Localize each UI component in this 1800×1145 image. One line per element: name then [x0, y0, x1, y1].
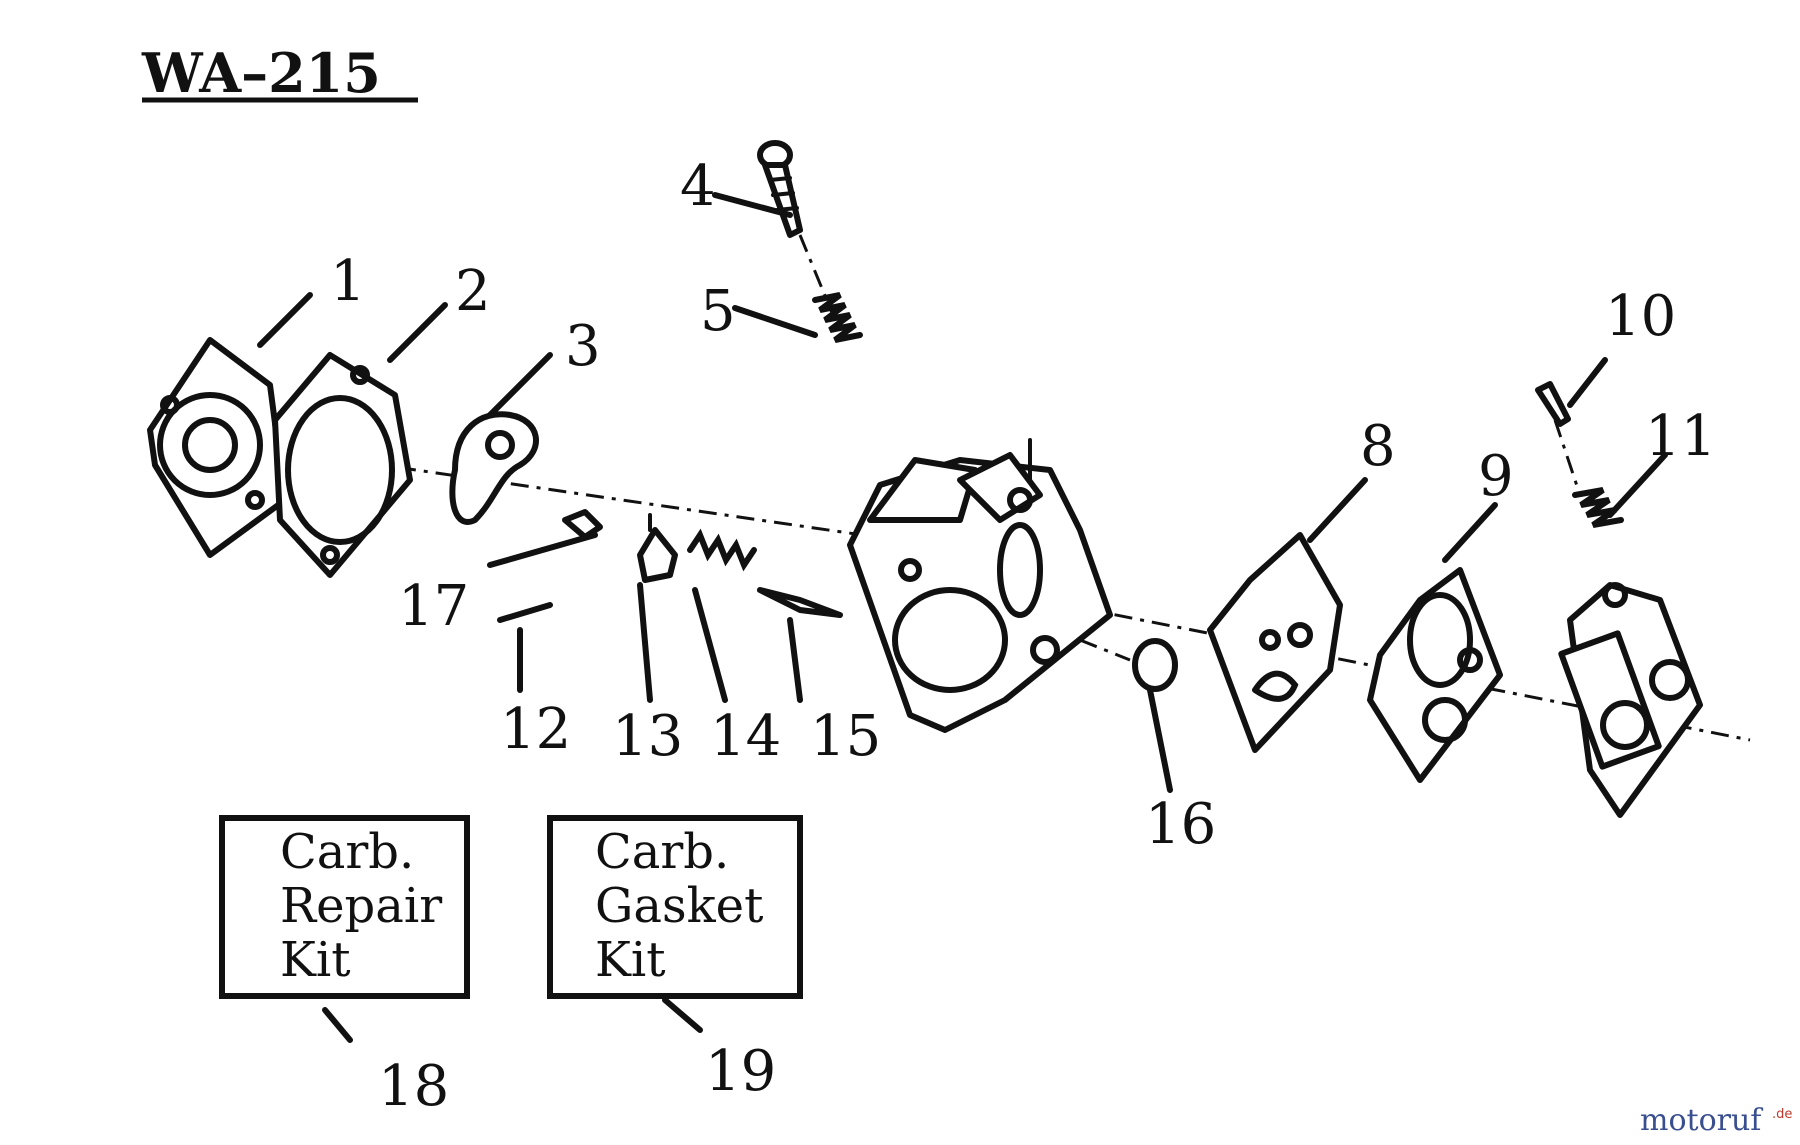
watermark-main: motoruf	[1640, 1103, 1763, 1138]
label-9: 9	[1478, 444, 1514, 509]
gasket-kit-box: Carb. Gasket Kit	[547, 815, 803, 999]
part-1-diaphragm-cover	[147, 337, 288, 558]
part-12-pin	[497, 602, 553, 623]
label-3: 3	[565, 314, 601, 379]
repair-kit-line-3: Kit	[280, 932, 351, 988]
diagram-title: WA–215	[141, 41, 381, 105]
part-14-spring	[687, 528, 757, 572]
watermark: motoruf .de	[1640, 1103, 1792, 1138]
part-16-plug	[1132, 638, 1178, 692]
part-10-screw	[1535, 381, 1571, 427]
repair-kit-box: Carb. Repair Kit	[219, 815, 470, 999]
part-17-needle-valve	[562, 509, 603, 540]
repair-kit-line-1: Carb.	[280, 824, 414, 880]
pump-cover	[1558, 582, 1703, 818]
label-13: 13	[612, 704, 683, 769]
label-19: 19	[705, 1039, 776, 1104]
gasket-kit-line-1: Carb.	[595, 824, 729, 880]
part-15-needle	[757, 587, 843, 618]
label-1: 1	[330, 249, 366, 314]
gasket-kit-line-3: Kit	[595, 932, 666, 988]
label-2: 2	[455, 259, 491, 324]
label-12: 12	[500, 697, 571, 762]
part-5-spring	[812, 292, 863, 343]
watermark-suffix: .de	[1772, 1107, 1792, 1122]
label-4: 4	[680, 154, 716, 219]
part-2-gasket	[272, 352, 413, 578]
part-4-needle-screw	[757, 140, 803, 238]
part-9-diaphragm	[1367, 567, 1503, 783]
label-5: 5	[700, 279, 736, 344]
label-17: 17	[398, 574, 469, 639]
label-16: 16	[1145, 792, 1216, 857]
carburetor-body	[847, 438, 1113, 733]
leader-lines	[257, 192, 1668, 1043]
label-11: 11	[1645, 404, 1716, 469]
label-10: 10	[1605, 284, 1676, 349]
part-13-lever	[637, 513, 678, 583]
part-11-spring	[1572, 487, 1624, 528]
label-18: 18	[378, 1054, 449, 1119]
label-15: 15	[810, 704, 881, 769]
label-8: 8	[1360, 414, 1396, 479]
label-14: 14	[710, 704, 781, 769]
part-3-valve	[449, 411, 539, 525]
gasket-kit-line-2: Gasket	[595, 878, 763, 934]
part-number-labels: 1 2 3 4 5 8 9 10 11 12 13 14 15 16 17 18…	[330, 154, 1716, 1119]
part-8-gasket	[1207, 532, 1343, 753]
repair-kit-line-2: Repair	[280, 878, 442, 934]
